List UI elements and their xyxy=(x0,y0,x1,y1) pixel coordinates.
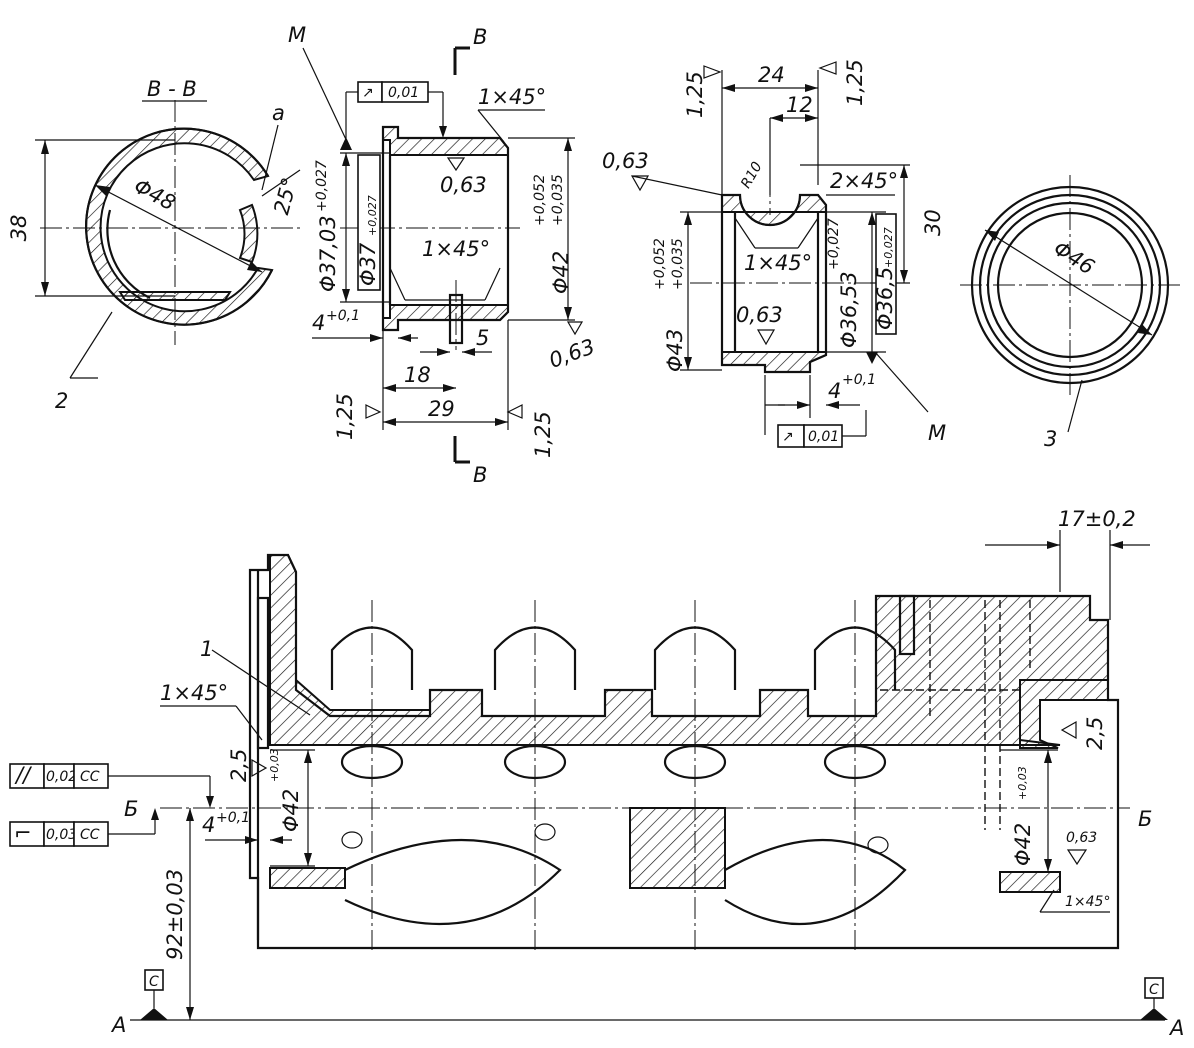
outer-dia-tol-low-1: +0,035 xyxy=(550,174,566,226)
flange-2: 4 xyxy=(828,379,841,403)
base-letter-right: A xyxy=(1168,1016,1184,1040)
section-title: B - B xyxy=(147,77,197,101)
rough-right-2: 1,25 xyxy=(843,59,867,106)
outer-dia-2: Φ43 xyxy=(663,329,687,372)
chamfer-inner-1: 1×45° xyxy=(422,237,490,261)
cut-letter-top: B xyxy=(473,25,487,49)
rough-inner-1: 0,63 xyxy=(440,173,487,197)
coax-tol: 0,03 xyxy=(46,827,77,843)
ring-3-dia: Φ46 xyxy=(1049,236,1098,279)
bore-right-tol: +0,03 xyxy=(1016,766,1029,800)
rough-left-2: 1,25 xyxy=(683,71,707,118)
diameter-label: Φ48 xyxy=(130,174,179,216)
ring-section xyxy=(85,127,274,326)
callout-m-1: M xyxy=(288,23,306,47)
inner-dia-a-1: Φ37,03 xyxy=(316,215,340,292)
flange-tol-1: +0,1 xyxy=(326,308,360,324)
parallel-tol: 0,02 xyxy=(46,769,77,785)
axis-letter-right: Б xyxy=(1138,807,1152,831)
inner-dia-a-2: Φ36,53 xyxy=(837,271,861,348)
label-1: 1 xyxy=(200,637,213,661)
callout-m-2: M xyxy=(928,421,946,445)
flange-tol-block: +0,1 xyxy=(216,810,250,826)
datum-c-left: C xyxy=(149,974,159,990)
dim-38: 38 xyxy=(7,215,31,242)
chamfer-top-2: 2×45° xyxy=(830,169,898,193)
label-3: 3 xyxy=(1044,427,1057,451)
parallel-symbol: // xyxy=(14,763,32,787)
outer-dia-tol-up-1: +0,052 xyxy=(532,174,548,226)
label-2: 2 xyxy=(55,389,68,413)
height-dim: 92±0,03 xyxy=(163,869,187,960)
radius-r10: R10 xyxy=(738,159,766,191)
dim-17: 17±0,2 xyxy=(1058,507,1136,531)
inner-dia-b-1: Φ37 xyxy=(356,242,380,286)
dim-24: 24 xyxy=(758,63,785,87)
dim-18: 18 xyxy=(404,363,431,387)
dim-30: 30 xyxy=(921,209,945,236)
chamfer-inner-2: 1×45° xyxy=(744,251,812,275)
bore-left-tol: +0,03 xyxy=(268,748,281,782)
dim-5: 5 xyxy=(476,326,489,350)
outer-tol-up-2: +0,052 xyxy=(652,238,668,290)
dim-29: 29 xyxy=(428,397,455,421)
bore-left: Φ42 xyxy=(279,789,303,832)
runout-symbol-2: ↗ xyxy=(782,429,794,445)
rough-inner-2: 0,63 xyxy=(736,303,783,327)
block-view: 17±0,2 xyxy=(9,507,1184,1040)
rough-left-1: 1,25 xyxy=(333,393,357,440)
rough-right-bore: 0,63 xyxy=(1066,830,1097,846)
datum-c-right: C xyxy=(1149,982,1159,998)
rough-outer-1: 0,63 xyxy=(546,334,598,373)
axis-letter-left: Б xyxy=(124,797,138,821)
flange-tol-2: +0,1 xyxy=(842,372,876,388)
rough-left-block: 2,5 xyxy=(227,749,251,782)
bushing-2-view: 24 12 1,25 1,25 0,63 R10 2×45° xyxy=(602,59,946,448)
outer-tol-low-2: +0,035 xyxy=(670,238,686,290)
runout-symbol-1: ↗ xyxy=(362,85,374,101)
runout-tol-1: 0,01 xyxy=(388,85,419,101)
coax-ref: CC xyxy=(80,827,100,843)
coax-symbol: ⌐ xyxy=(14,821,32,845)
section-bb-view: B - B Φ48 38 25° a 2 xyxy=(7,77,302,413)
flange-block: 4 xyxy=(202,813,215,837)
parallel-ref: CC xyxy=(80,769,100,785)
rough-tl-2: 0,63 xyxy=(602,149,649,173)
rough-right-1: 1,25 xyxy=(531,411,555,458)
bushing-1-view: B B M ↗ 0,01 1×45° xyxy=(288,23,598,487)
inner-dia-a-tol-2: +0,027 xyxy=(826,218,842,270)
cut-letter-bottom: B xyxy=(473,463,487,487)
label-a: a xyxy=(272,101,285,125)
base-letter-left: A xyxy=(110,1013,126,1037)
inner-dia-b-2: Φ36,5 xyxy=(873,267,897,330)
flange-1: 4 xyxy=(312,311,325,335)
bore-right: Φ42 xyxy=(1011,823,1035,866)
dim-12: 12 xyxy=(786,93,813,117)
chamfer-left: 1×45° xyxy=(160,681,228,705)
ring-3-view: Φ46 3 xyxy=(960,175,1180,451)
outer-dia-1: Φ42 xyxy=(549,251,573,294)
runout-tol-2: 0,01 xyxy=(808,429,839,445)
inner-dia-b-tol-2: +0,027 xyxy=(882,227,895,268)
inner-dia-b-tol-1: +0,027 xyxy=(366,195,379,236)
chamfer-top-1: 1×45° xyxy=(478,85,546,109)
chamfer-right: 1×45° xyxy=(1065,894,1110,910)
rough-right-block: 2,5 xyxy=(1083,717,1107,750)
inner-dia-a-tol-1: +0,027 xyxy=(314,160,330,212)
angle-25: 25° xyxy=(269,175,302,217)
